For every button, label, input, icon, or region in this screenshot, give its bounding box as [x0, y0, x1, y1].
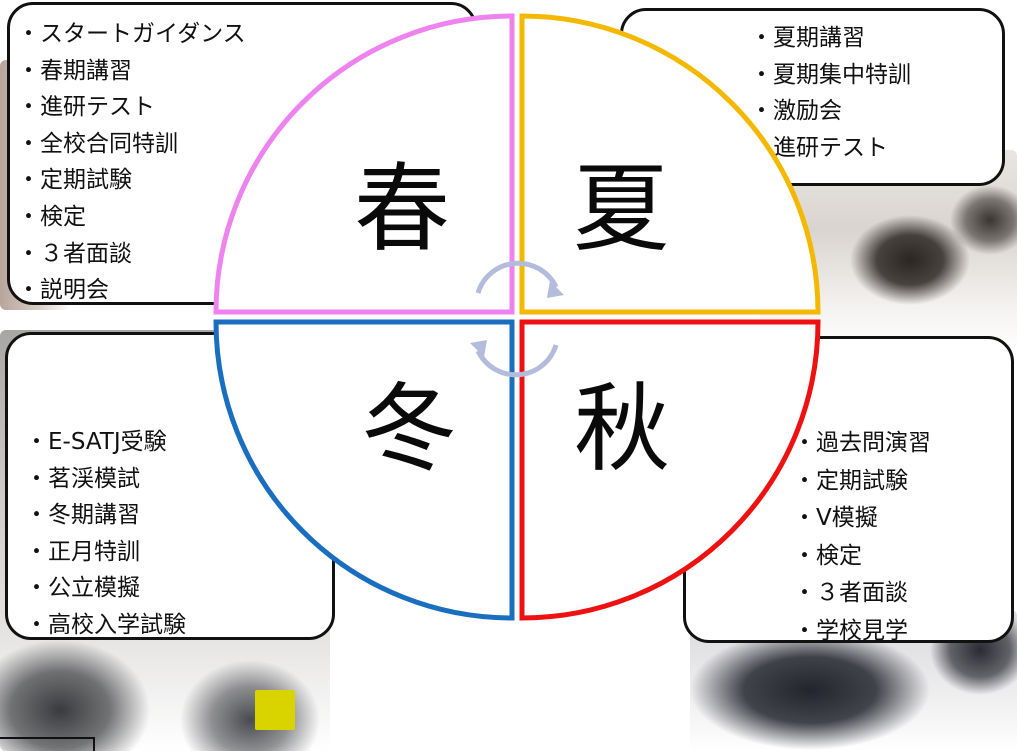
- corner-frame: [0, 737, 95, 751]
- winter-event: 冬期講習: [25, 497, 186, 534]
- autumn-event: V模擬: [793, 500, 931, 538]
- spring-event: 検定: [17, 199, 246, 236]
- spring-event: 春期講習: [17, 53, 246, 90]
- autumn-event: 学校見学: [793, 613, 931, 651]
- winter-photo-bib: [255, 690, 295, 730]
- winter-label: 冬: [361, 373, 457, 485]
- summer-quadrant: [519, 13, 821, 315]
- winter-quadrant: [213, 319, 515, 621]
- spring-event: 全校合同特訓: [17, 126, 246, 163]
- spring-event: スタートガイダンス: [17, 16, 246, 53]
- summer-event: 激励会: [750, 93, 911, 130]
- autumn-quadrant: [519, 319, 821, 621]
- spring-label: 春: [354, 153, 450, 265]
- autumn-event: 検定: [793, 538, 931, 576]
- spring-events-list: スタートガイダンス 春期講習 進研テスト 全校合同特訓 定期試験 検定 ３者面談…: [17, 16, 246, 309]
- circular-arrows-icon: [470, 260, 564, 378]
- autumn-events-list: 過去問演習 定期試験 V模擬 検定 ３者面談 学校見学: [793, 425, 931, 650]
- spring-event: 説明会: [17, 272, 246, 309]
- spring-event: ３者面談: [17, 236, 246, 273]
- summer-event: 夏期集中特訓: [750, 57, 911, 94]
- autumn-event: 定期試験: [793, 463, 931, 501]
- autumn-event: ３者面談: [793, 575, 931, 613]
- spring-quadrant: [213, 13, 515, 315]
- summer-event: 夏期講習: [750, 20, 911, 57]
- autumn-event: 過去問演習: [793, 425, 931, 463]
- winter-events-list: E-SATJ受験 茗渓模試 冬期講習 正月特訓 公立模擬 高校入学試験: [25, 424, 186, 644]
- spring-event: 定期試験: [17, 162, 246, 199]
- winter-event: E-SATJ受験: [25, 424, 186, 461]
- winter-event: 公立模擬: [25, 570, 186, 607]
- autumn-label: 秋: [574, 373, 670, 485]
- winter-event: 茗渓模試: [25, 461, 186, 498]
- winter-event: 正月特訓: [25, 534, 186, 571]
- summer-events-list: 夏期講習 夏期集中特訓 激励会 進研テスト: [750, 20, 911, 166]
- summer-event: 進研テスト: [750, 130, 911, 167]
- spring-event: 進研テスト: [17, 89, 246, 126]
- winter-event: 高校入学試験: [25, 607, 186, 644]
- summer-label: 夏: [573, 153, 669, 265]
